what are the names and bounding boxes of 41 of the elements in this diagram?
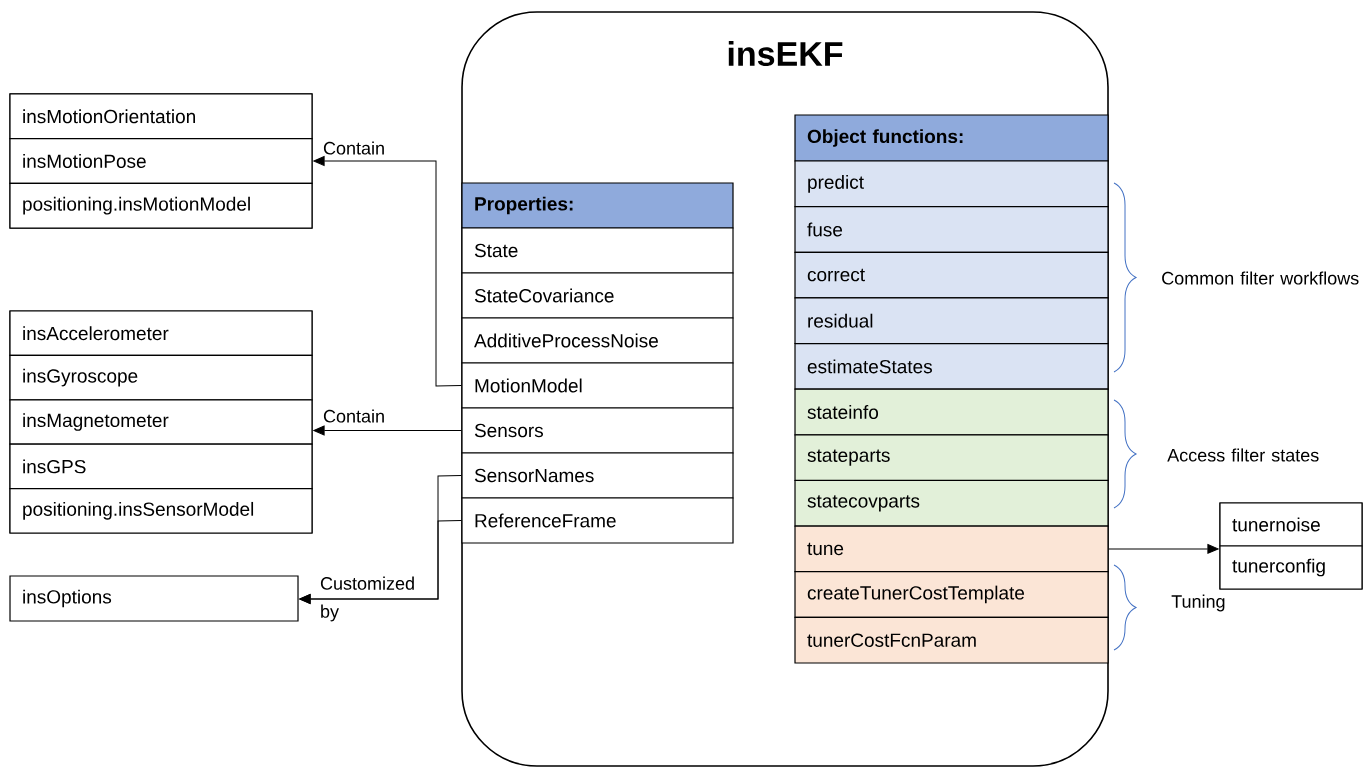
arrow [313,156,462,387]
table-cell: ReferenceFrame [461,497,734,544]
table-cell: State [461,227,734,274]
table-cell: StateCovariance [461,272,734,319]
table-cell: AdditiveProcessNoise [461,317,734,364]
table-cell: MotionModel [461,362,734,409]
table-cell: stateinfo [794,388,1109,436]
table-cell: insAccelerometer [9,310,313,356]
table-cell: Sensors [461,407,734,454]
edge-label: Customized by [320,576,414,622]
table-cell: fuse [794,206,1109,253]
edge-label: Contain [323,141,384,155]
table-cell: tunerCostFcnParam [794,616,1109,664]
group-label: Access filter states [1167,448,1319,462]
table-cell: positioning.insMotionModel [9,182,313,229]
table-cell: correct [794,251,1109,299]
group-label: Common filter workflows [1162,271,1359,285]
edge-label: Contain [323,409,384,423]
table-cell: insMotionPose [9,138,313,184]
arrow [299,520,462,604]
arrow [1108,544,1219,554]
table-cell: tune [794,525,1109,573]
table-cell: tunerconfig [1219,545,1363,590]
table-cell: insOptions [9,575,299,622]
table-cell: tunernoise [1219,502,1363,547]
table-cell: estimateStates [794,343,1109,390]
table-header: Properties: [461,182,734,229]
table-cell: residual [794,297,1109,345]
table-cell: insGPS [9,443,313,490]
table-cell: statecovparts [794,479,1109,527]
arrow [313,425,462,436]
table-cell: insMagnetometer [9,399,313,445]
table-header: Object functions: [794,114,1109,162]
table-cell: positioning.insSensorModel [9,488,313,534]
table-cell: insGyroscope [9,354,313,401]
table-cell: SensorNames [461,452,734,499]
group-label: Tuning [1171,594,1225,612]
table-cell: predict [794,160,1109,208]
table-cell: createTunerCostTemplate [794,571,1109,618]
table-cell: insMotionOrientation [9,93,313,140]
table-cell: stateparts [794,434,1109,481]
